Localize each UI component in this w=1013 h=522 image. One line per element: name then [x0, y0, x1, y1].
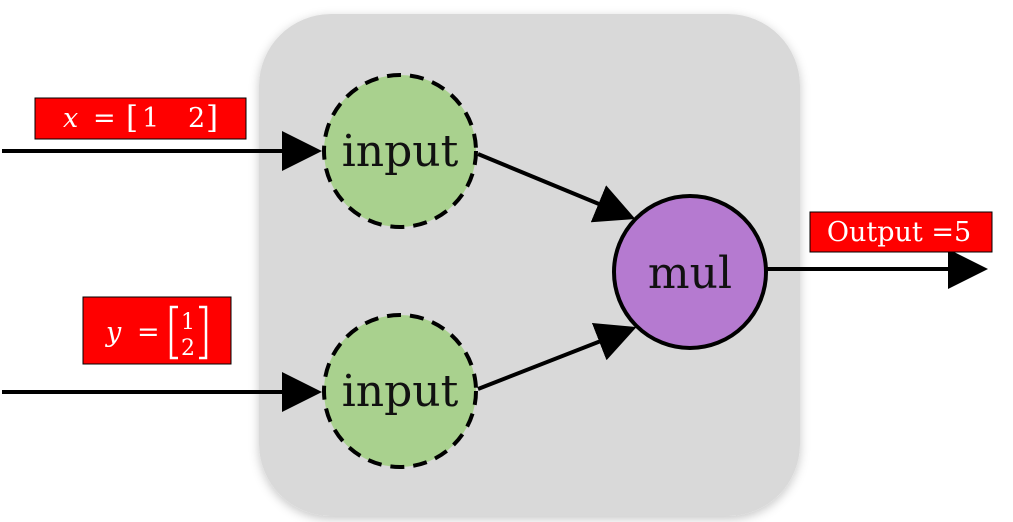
x-left-bracket: [	[126, 100, 138, 136]
mul-node-label: mul	[648, 248, 732, 299]
y-first-value: 1	[181, 310, 195, 335]
y-equals: =	[137, 317, 160, 348]
bottom-input-to-mul-arrow	[477, 323, 637, 391]
top-input-node: input	[322, 73, 478, 229]
mul-node: mul	[612, 194, 768, 350]
y-value-label: y = 1 2	[82, 296, 232, 365]
y-variable: y	[105, 317, 122, 348]
top-input-node-circle	[322, 73, 478, 229]
top-input-to-mul-arrow	[477, 152, 636, 223]
x-value-label-box	[34, 97, 247, 140]
x-right-bracket: ]	[206, 100, 218, 136]
output-label-box	[809, 211, 993, 253]
bottom-input-node-circle	[322, 313, 478, 469]
x-second-value: 2	[188, 103, 205, 134]
y-right-bracket	[199, 305, 208, 360]
y-left-bracket	[169, 305, 178, 360]
output-label-text: Output =5	[827, 217, 971, 248]
x-variable: x	[63, 103, 78, 134]
x-first-value: 1	[142, 103, 159, 134]
bottom-input-node: input	[322, 313, 478, 469]
x-value-label: x = [ 1 2 ]	[34, 97, 247, 140]
mul-node-circle	[612, 194, 768, 350]
top-input-node-label: input	[342, 126, 459, 177]
x-equals: =	[93, 103, 116, 134]
y-second-value: 2	[181, 336, 195, 361]
bottom-input-node-label: input	[342, 366, 459, 417]
output-label: Output =5	[809, 211, 993, 253]
